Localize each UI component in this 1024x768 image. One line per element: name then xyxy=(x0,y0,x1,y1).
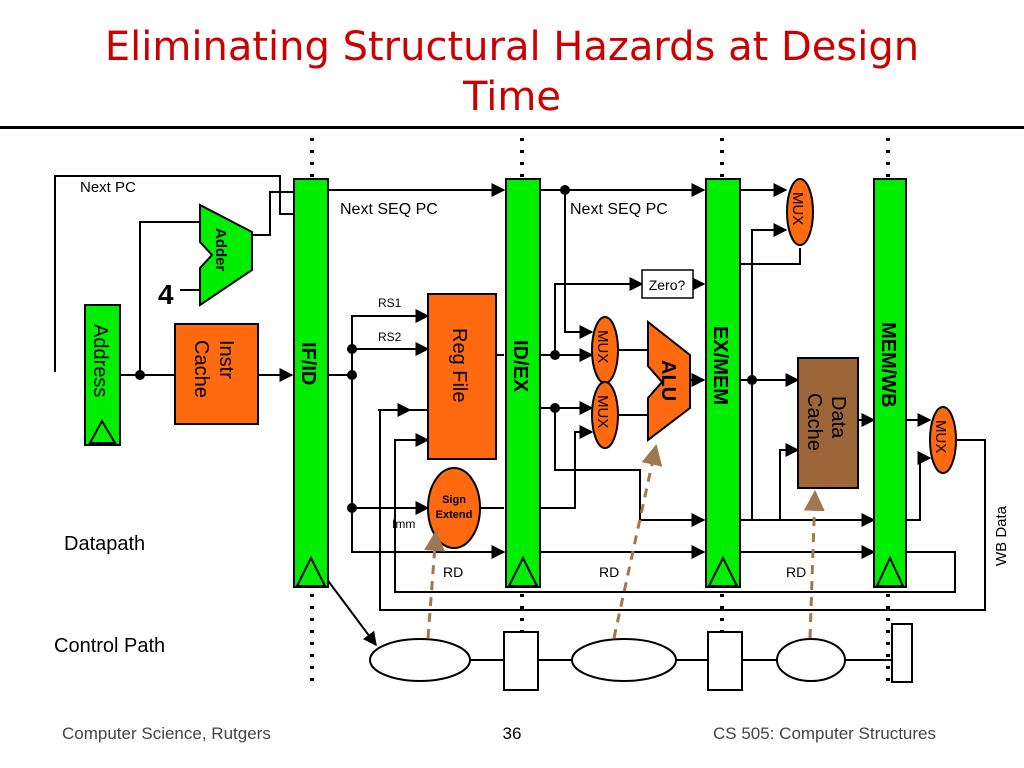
wire-to-wb-mux-2 xyxy=(906,451,932,521)
zero-detect xyxy=(641,269,694,299)
id-ex-register xyxy=(505,178,541,588)
control-unit-id xyxy=(369,638,471,682)
wire-alu-bypass xyxy=(751,380,876,527)
reg-file-label: Reg File xyxy=(448,328,470,402)
reg-file xyxy=(427,293,497,460)
control-register-ex-mem xyxy=(707,631,743,691)
mem-wb-clock-triangle xyxy=(875,555,905,587)
if-id-label: IF/ID xyxy=(297,342,319,385)
rd-label-1: RD xyxy=(443,564,463,580)
sign-extend-line1: Sign xyxy=(442,494,466,506)
data-cache xyxy=(797,357,859,489)
sign-extend xyxy=(427,467,481,549)
rs1-label: RS1 xyxy=(378,296,402,310)
instr-cache-line2: Cache xyxy=(190,340,212,398)
data-cache-line1: Data xyxy=(827,396,849,439)
wire-wb-data xyxy=(379,403,986,611)
mux-alu-b-label: MUX xyxy=(594,395,611,428)
wire-alu-to-mux-top xyxy=(751,223,788,380)
control-register-mem-wb xyxy=(891,623,913,683)
wire-mux-ctrl xyxy=(720,248,801,265)
footer-right: CS 505: Computer Structures xyxy=(713,724,936,743)
mux-branch xyxy=(786,178,814,246)
wb-data-label: WB Data xyxy=(993,505,1010,566)
wire-next-pc xyxy=(54,175,294,372)
title-line-2: Time xyxy=(463,74,561,120)
next-pc-label: Next PC xyxy=(80,179,136,196)
wire-rd-1 xyxy=(351,508,506,559)
title-line-1: Eliminating Structural Hazards at Design xyxy=(104,24,920,70)
rd-label-2: RD xyxy=(599,564,619,580)
control-unit-ex xyxy=(571,638,677,682)
wire-rs1 xyxy=(328,309,430,376)
footer-left: Computer Science, Rutgers xyxy=(62,724,271,743)
wire-b-to-exmem xyxy=(554,408,706,527)
title-rule xyxy=(0,126,1024,129)
mux-branch-label: MUX xyxy=(789,192,806,225)
mux-alu-b xyxy=(591,381,619,449)
wire-a-to-zero xyxy=(528,277,644,356)
id-ex-clock-triangle xyxy=(507,555,539,587)
if-id-clock-triangle xyxy=(295,555,327,587)
adder-label: Adder xyxy=(212,228,229,272)
wire-wb-rd xyxy=(394,433,956,593)
zero-label: Zero? xyxy=(649,277,686,293)
slide-title: Eliminating Structural Hazards at Design… xyxy=(0,22,1024,122)
sign-extend-line2: Extend xyxy=(436,509,473,521)
ctl-arrow-data-cache xyxy=(803,489,825,639)
wire-pc-to-adder xyxy=(139,221,200,375)
wire-npc-to-mux xyxy=(564,190,594,339)
control-register-id-ex xyxy=(503,631,539,691)
control-signal-arrows xyxy=(424,443,825,639)
rd-label-3: RD xyxy=(786,564,806,580)
mux-writeback-label: MUX xyxy=(932,420,949,453)
wire-adder-out xyxy=(252,191,294,236)
ctl-arrow-sign-extend xyxy=(424,529,446,639)
wire-imm-src xyxy=(351,375,430,515)
adder-block xyxy=(199,203,253,307)
ex-mem-clock-triangle xyxy=(707,555,739,587)
instr-cache-line1: Instr xyxy=(215,340,237,379)
datapath-wires xyxy=(54,175,986,661)
mux-alu-a-label: MUX xyxy=(594,330,611,363)
alu-label: ALU xyxy=(657,360,679,401)
id-ex-label: ID/EX xyxy=(509,340,531,393)
wire-control-entry xyxy=(325,577,377,647)
instr-cache xyxy=(174,323,259,425)
page-number: 36 xyxy=(502,724,522,743)
ctl-arrow-alu xyxy=(612,443,663,639)
mux-writeback xyxy=(929,406,957,474)
mem-wb-label: MEM/WB xyxy=(877,322,899,408)
address-label: Address xyxy=(89,324,111,397)
control-unit-mem xyxy=(776,638,846,682)
ex-mem-label: EX/MEM xyxy=(709,326,731,405)
ex-mem-register xyxy=(705,178,741,588)
mem-wb-register xyxy=(873,178,907,588)
next-seq-pc-label-2: Next SEQ PC xyxy=(570,201,668,218)
next-seq-pc-label-1: Next SEQ PC xyxy=(340,201,438,218)
constant-four: 4 xyxy=(158,279,174,310)
control-path-label: Control Path xyxy=(54,635,165,657)
rs2-label: RS2 xyxy=(378,330,402,344)
junction-dots xyxy=(135,185,757,513)
alu-block xyxy=(647,319,691,443)
if-id-register xyxy=(293,178,329,588)
data-cache-line2: Cache xyxy=(803,393,825,451)
imm-label: Imm xyxy=(392,517,415,531)
address-clock-triangle xyxy=(88,418,117,444)
datapath-label: Datapath xyxy=(64,533,145,555)
